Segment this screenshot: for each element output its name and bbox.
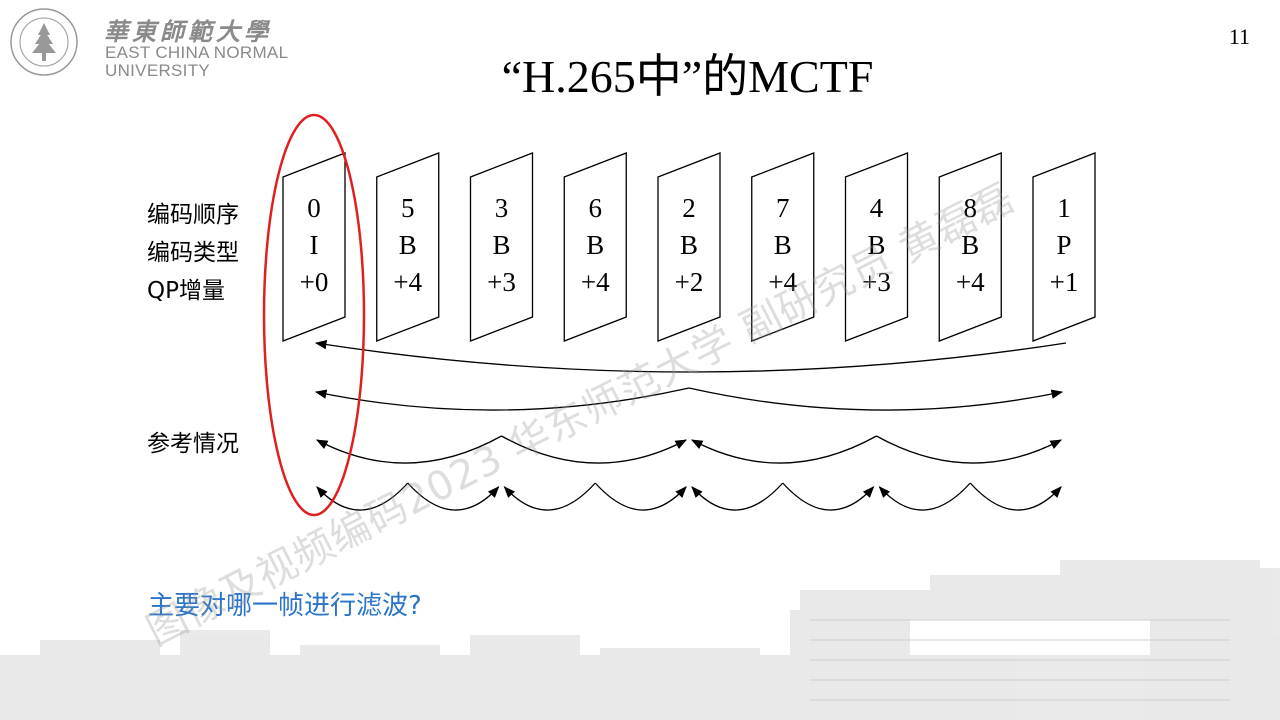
frame-qp-8: +1 <box>1049 267 1079 297</box>
ref-arrow-row2-1 <box>688 387 1064 411</box>
label-coding-type: 编码类型 <box>147 240 239 266</box>
frame-8 <box>1032 152 1096 342</box>
question-text: 主要对哪一帧进行滤波? <box>148 591 422 621</box>
frame-order-4: 2 <box>682 193 696 223</box>
ref-arrow-row4-3-0 <box>878 482 971 511</box>
frame-order-2: 3 <box>494 193 509 223</box>
frame-0 <box>282 152 346 342</box>
frames-layer <box>282 152 1096 342</box>
ref-arrow-row3-0 <box>315 435 502 464</box>
university-logo: 華東師範大學 EAST CHINA NORMAL UNIVERSITY <box>8 6 298 80</box>
frame-order-5: 7 <box>776 193 790 223</box>
frame-qp-4: +2 <box>674 267 704 297</box>
ref-arrow-row3-2 <box>690 435 877 464</box>
frame-type-4: B <box>679 230 698 260</box>
frame-type-5: B <box>773 230 792 260</box>
page-number: 11 <box>1228 24 1250 49</box>
frame-6 <box>844 152 909 342</box>
frame-type-7: B <box>961 230 980 260</box>
university-seal-icon <box>10 8 78 76</box>
ref-arrow-row2-0 <box>314 387 690 411</box>
frame-type-3: B <box>586 230 605 260</box>
frame-2 <box>469 152 534 342</box>
logo-chinese-name: 華東師範大學 <box>104 17 272 46</box>
frame-qp-0: +0 <box>299 267 329 297</box>
logo-english-name-line2: UNIVERSITY <box>105 61 211 80</box>
frame-order-0: 0 <box>307 193 321 223</box>
ref-arrow-row3-3 <box>876 435 1063 464</box>
reference-arrows <box>314 339 1067 511</box>
ref-arrow-row4-2-1 <box>782 482 875 511</box>
frame-order-3: 6 <box>588 193 603 223</box>
ref-arrow-row4-1-0 <box>503 482 596 511</box>
ref-arrow-row4-0-0 <box>316 482 409 511</box>
frame-type-6: B <box>867 230 886 260</box>
frame-type-2: B <box>492 230 511 260</box>
label-reference: 参考情况 <box>147 431 239 457</box>
frame-order-6: 4 <box>869 193 884 223</box>
frame-order-1: 5 <box>401 193 415 223</box>
frame-qp-2: +3 <box>487 267 516 297</box>
frame-qp-1: +4 <box>393 267 423 297</box>
frame-qp-3: +4 <box>580 267 610 297</box>
frame-1 <box>376 152 440 342</box>
ref-arrow-row4-1-1 <box>594 482 687 511</box>
slide-title: “H.265中”的MCTF <box>501 51 874 102</box>
ref-arrow-row4-2-0 <box>691 482 784 511</box>
frame-type-1: B <box>398 230 417 260</box>
label-qp-delta: QP增量 <box>147 278 225 304</box>
logo-english-name-line1: EAST CHINA NORMAL <box>105 43 289 62</box>
frame-type-0: I <box>309 230 319 260</box>
frame-3 <box>563 152 627 342</box>
ref-arrow-row3-1 <box>501 435 688 464</box>
frame-order-7: 8 <box>963 193 978 223</box>
highlight-ellipse <box>262 113 366 517</box>
frame-order-8: 1 <box>1057 193 1071 223</box>
frame-qp-5: +4 <box>768 267 798 297</box>
ref-arrow-row4-3-1 <box>969 482 1062 511</box>
label-coding-order: 编码顺序 <box>147 202 239 228</box>
frame-type-8: P <box>1056 230 1072 260</box>
frame-7 <box>938 152 1002 342</box>
frame-qp-6: +3 <box>862 267 891 297</box>
ref-arrow-row1 <box>314 339 1067 373</box>
ref-arrow-row4-0-1 <box>407 482 500 511</box>
frame-4 <box>657 152 721 342</box>
frame-qp-7: +4 <box>955 267 985 297</box>
frame-5 <box>751 152 815 342</box>
